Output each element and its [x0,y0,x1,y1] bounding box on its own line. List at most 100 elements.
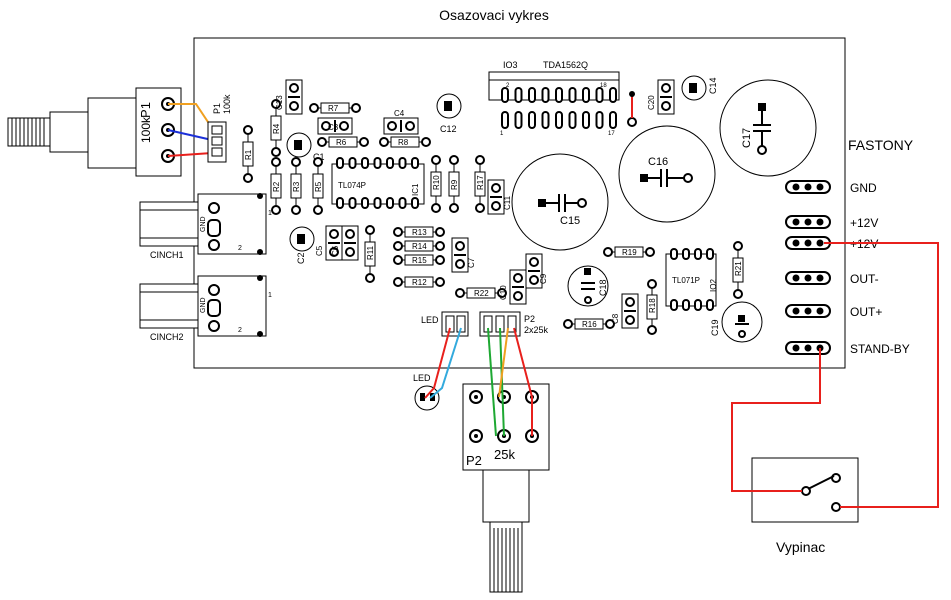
ic-pin [348,157,357,169]
resistor-r15: R15 [393,254,445,266]
p2-label: P2 [466,453,482,468]
ic-tl071p: TL071P IO2 [665,253,718,307]
ic-pin [348,197,357,209]
resistor-label: R17 [476,175,485,190]
fastony-terminal: GND [785,180,877,195]
svg-text:LED: LED [421,315,439,325]
resistor-label: R1 [244,149,253,160]
capacitor-label: C7 [467,257,476,268]
ic-pin [386,157,394,169]
capacitor-c1: C1 [286,132,325,162]
ic-pin [373,197,382,209]
resistor-r7: R7 [309,102,361,114]
capacitor-c4: C4 [383,109,419,135]
tda-pin [595,111,604,129]
svg-text:18: 18 [600,83,607,89]
svg-text:TL071P: TL071P [672,276,700,285]
tda-pin [501,111,509,129]
resistor-r18: R18 [646,279,658,335]
capacitor-label: C4 [394,109,405,118]
resistor-label: R2 [272,181,281,192]
ic-pin [670,248,678,260]
resistor-label: R5 [314,181,323,192]
svg-text:P2: P2 [524,314,535,324]
tda-pin [568,87,577,103]
fastony-pin-label: GND [850,181,877,195]
capacitor-label: C11 [503,195,512,210]
capacitor-c12: C12 [436,93,462,134]
ic-pin [386,197,394,209]
resistor-r1: R1 [242,125,254,183]
resistor-label: R6 [336,138,347,147]
resistor-r14: R14 [393,240,445,252]
p1-board-value: 100k [222,94,232,114]
capacitor-c19: C19 [710,301,763,343]
fastony-pin-label: +12V [850,216,878,230]
ic-pin [682,299,690,311]
svg-text:TL074P: TL074P [338,181,366,190]
svg-text:1: 1 [268,292,272,299]
p1-wires [167,103,213,157]
tda-pin [568,111,577,129]
capacitor-c20: C20 [647,79,675,115]
svg-text:2x25k: 2x25k [524,325,549,335]
switch-label: Vypinac [776,539,825,555]
tda-pin [501,87,509,103]
cinch1-connector: GND 1 2 CINCH1 [139,193,272,260]
capacitor-c16: C16 [618,125,716,223]
resistor-r19: R19 [603,246,655,258]
c16-label: C16 [648,156,668,168]
tda-pin [528,87,536,103]
tda-pin [541,111,550,129]
tda-pin [514,87,523,103]
resistor-label: R3 [292,181,301,192]
wires [424,242,939,508]
svg-text:1: 1 [500,131,504,137]
fastony-terminal: STAND-BY [785,341,910,356]
ic-pin [682,248,690,260]
capacitor-c6: C6 [331,225,359,261]
capacitor-c3: C3 [317,117,353,135]
resistor-r11: R11 [364,225,376,283]
resistor-label: R4 [272,123,281,134]
ic-pin [694,299,702,311]
tda-pin [582,111,590,129]
c19-label: C19 [710,319,720,336]
p1-board-label: P1 [212,103,222,114]
tda-test-pad [627,117,637,127]
switch-vypinac: Vypinac [751,457,859,555]
ic-pin [411,197,419,209]
resistor-r21: R21 [732,241,744,299]
resistor-r4: R4 [270,99,282,157]
resistor-r22: R22 [455,287,507,299]
svg-text:17: 17 [608,131,615,137]
capacitor-c2: C2 [289,226,315,264]
svg-text:GND: GND [200,216,207,232]
c15-label: C15 [560,215,580,227]
resistor-label: R9 [450,179,459,190]
capacitor-c15: C15 [511,153,609,251]
ic-pin [694,248,702,260]
ic-pin [670,299,678,311]
resistor-label: R21 [734,261,743,276]
ic-pin [361,157,369,169]
resistor-r8: R8 [379,136,431,148]
tl071-pins [670,248,714,311]
capacitor-label: C10 [499,285,508,300]
resistor-label: R13 [412,228,427,237]
fastony-heading: FASTONY [848,137,914,153]
capacitor-label: C3 [328,123,339,132]
capacitor-c13: C13 [275,79,303,115]
p1-label: P1 [138,102,153,118]
svg-text:2: 2 [506,83,510,89]
p2-shaft-base [482,469,530,523]
capacitor-c18: C18 [567,265,609,307]
svg-text:TDA1562Q: TDA1562Q [543,60,588,70]
ic-pin [361,197,369,209]
p1-shaft [7,117,51,147]
p1-value: 100k [139,116,153,143]
svg-text:C12: C12 [440,124,457,134]
fastony-terminal: +12V [785,215,878,230]
capacitor-c5: C5 [315,225,343,261]
